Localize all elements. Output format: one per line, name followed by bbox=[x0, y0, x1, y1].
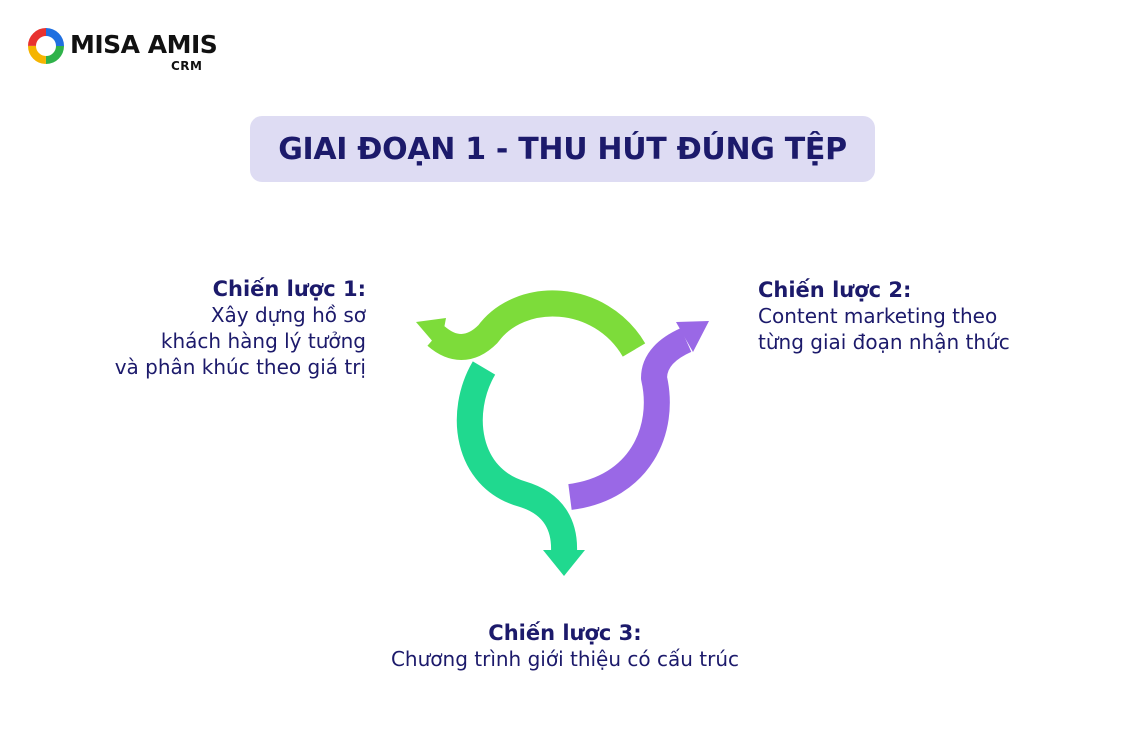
strategy-3: Chiến lược 3: Chương trình giới thiệu có… bbox=[330, 620, 800, 672]
strategy-1-line: Xây dựng hồ sơ bbox=[210, 303, 366, 327]
title-banner: GIAI ĐOẠN 1 - THU HÚT ĐÚNG TỆP bbox=[250, 116, 875, 182]
cycle-diagram bbox=[416, 290, 709, 576]
arrow-up-right-icon bbox=[567, 321, 709, 510]
arrow-down-icon bbox=[456, 361, 585, 576]
strategy-1: Chiến lược 1: Xây dựng hồ sơ khách hàng … bbox=[40, 276, 366, 380]
strategy-2-line: từng giai đoạn nhận thức bbox=[758, 330, 1010, 354]
strategy-2-line: Content marketing theo bbox=[758, 304, 998, 328]
strategy-2: Chiến lược 2: Content marketing theo từn… bbox=[758, 277, 1098, 355]
strategy-1-line: khách hàng lý tưởng bbox=[160, 329, 366, 353]
page-title: GIAI ĐOẠN 1 - THU HÚT ĐÚNG TỆP bbox=[278, 131, 847, 167]
logo-ring-icon bbox=[28, 28, 64, 64]
logo-name: MISA AMIS bbox=[70, 30, 218, 59]
strategy-2-heading: Chiến lược 2: bbox=[758, 278, 912, 302]
strategy-1-line: và phân khúc theo giá trị bbox=[114, 355, 366, 379]
strategy-3-line: Chương trình giới thiệu có cấu trúc bbox=[390, 647, 740, 671]
strategy-1-heading: Chiến lược 1: bbox=[212, 277, 366, 301]
logo-sub: CRM bbox=[171, 59, 203, 73]
arrow-left-icon bbox=[416, 290, 646, 360]
misa-amis-logo: MISA AMIS CRM bbox=[26, 26, 226, 76]
strategy-3-heading: Chiến lược 3: bbox=[488, 621, 642, 645]
